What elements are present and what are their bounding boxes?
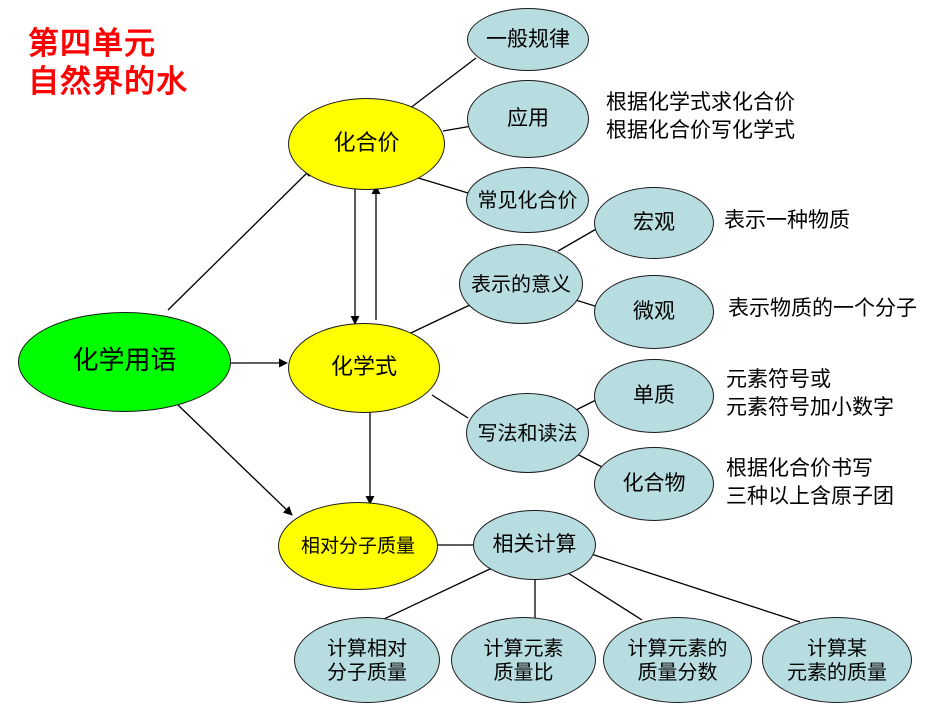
unit-title-line2: 自然界的水 xyxy=(28,64,188,100)
node-common-valence: 常见化合价 xyxy=(466,167,589,233)
node-calc-element-mass-line2: 元素的质量 xyxy=(787,660,887,684)
node-molecular-mass-label: 相对分子质量 xyxy=(300,534,415,557)
node-chemical-formula: 化学式 xyxy=(288,323,440,413)
node-related-calculation: 相关计算 xyxy=(473,510,596,580)
node-meaning-label: 表示的意义 xyxy=(471,272,571,296)
note-compound-line1: 根据化合价书写 xyxy=(726,456,873,480)
node-common-valence-label: 常见化合价 xyxy=(477,188,578,212)
node-calc-mass-fraction: 计算元素的 质量分数 xyxy=(603,617,752,703)
node-calc-mass-ratio: 计算元素 质量比 xyxy=(451,617,596,703)
node-chemical-terms-label: 化学用语 xyxy=(72,346,177,377)
node-related-calculation-label: 相关计算 xyxy=(492,532,577,557)
note-element-substance-line2: 元素符号加小数字 xyxy=(726,395,894,419)
node-valence-label: 化合价 xyxy=(333,130,400,156)
node-microscopic-label: 微观 xyxy=(633,299,675,324)
node-compound-label: 化合物 xyxy=(622,471,686,496)
node-calc-element-mass: 计算某 元素的质量 xyxy=(762,617,912,703)
node-valence: 化合价 xyxy=(288,98,445,190)
node-general-rule-label: 一般规律 xyxy=(486,26,570,51)
note-compound: 根据化合价书写 三种以上含原子团 xyxy=(726,454,894,510)
node-application-label: 应用 xyxy=(507,106,549,131)
note-microscopic-text: 表示物质的一个分子 xyxy=(728,296,917,320)
node-meaning: 表示的意义 xyxy=(459,244,583,324)
unit-title: 第四单元 自然界的水 xyxy=(28,25,188,101)
line-calc-calc3 xyxy=(567,572,643,621)
node-chemical-formula-label: 化学式 xyxy=(330,354,397,380)
arrow-root-molmass xyxy=(177,404,293,516)
node-calc-molecular-mass-line1: 计算相对 xyxy=(327,636,407,660)
node-calc-molecular-mass: 计算相对 分子质量 xyxy=(294,617,440,703)
node-element-substance: 单质 xyxy=(594,359,714,433)
node-calc-mass-fraction-line1: 计算元素的 xyxy=(627,636,728,660)
node-calc-mass-fraction-line2: 质量分数 xyxy=(637,660,718,684)
arrow-root-valence xyxy=(167,167,313,311)
node-molecular-mass: 相对分子质量 xyxy=(278,502,438,590)
line-formula-writing xyxy=(431,394,469,419)
line-valence-application xyxy=(442,125,473,132)
node-calc-mass-ratio-line1: 计算元素 xyxy=(483,636,564,660)
note-element-substance-line1: 元素符号或 xyxy=(726,367,831,391)
node-macroscopic-label: 宏观 xyxy=(633,210,675,235)
note-application-line1: 根据化学式求化合价 xyxy=(606,90,795,114)
note-microscopic: 表示物质的一个分子 xyxy=(728,294,917,322)
node-calc-element-mass-line1: 计算某 xyxy=(807,636,867,660)
note-application-line2: 根据化合价写化学式 xyxy=(606,118,795,142)
line-valence-general xyxy=(404,57,477,113)
line-meaning-macro xyxy=(557,227,599,252)
node-chemical-terms: 化学用语 xyxy=(18,312,231,412)
unit-title-line1: 第四单元 xyxy=(28,26,156,62)
note-compound-line2: 三种以上含原子团 xyxy=(726,484,894,508)
node-general-rule: 一般规律 xyxy=(467,8,589,71)
note-application: 根据化学式求化合价 根据化合价写化学式 xyxy=(606,88,795,144)
line-valence-common xyxy=(414,176,469,194)
node-application: 应用 xyxy=(467,80,589,158)
node-macroscopic: 宏观 xyxy=(594,187,714,259)
node-compound: 化合物 xyxy=(594,447,714,521)
node-writing-reading-label: 写法和读法 xyxy=(477,421,578,445)
node-microscopic: 微观 xyxy=(594,275,714,349)
note-macroscopic: 表示一种物质 xyxy=(724,206,850,234)
node-calc-molecular-mass-line2: 分子质量 xyxy=(327,660,407,684)
node-calc-mass-ratio-line2: 质量比 xyxy=(493,660,554,684)
node-element-substance-label: 单质 xyxy=(633,383,675,408)
note-element-substance: 元素符号或 元素符号加小数字 xyxy=(726,365,894,421)
note-macroscopic-text: 表示一种物质 xyxy=(724,208,850,232)
line-calc-calc4 xyxy=(587,552,801,623)
node-writing-reading: 写法和读法 xyxy=(466,393,589,473)
